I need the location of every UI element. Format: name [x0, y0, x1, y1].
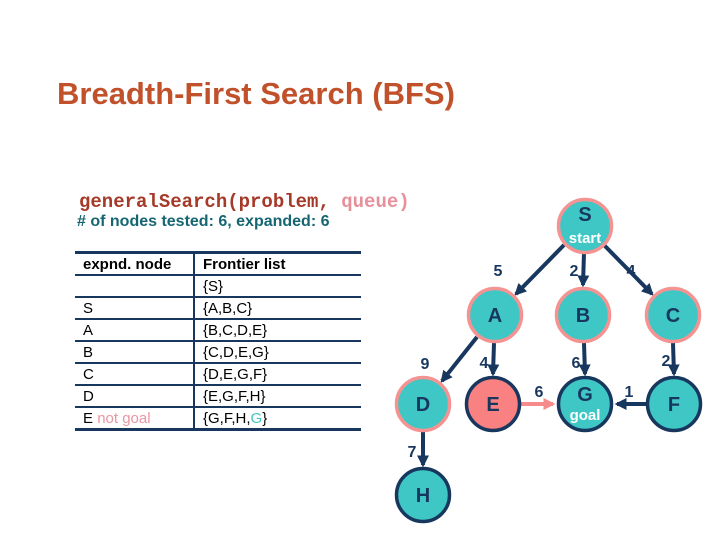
frontier-cell: {S}: [194, 275, 361, 298]
code-main: generalSearch(problem,: [79, 191, 330, 213]
frontier-trace-table: expnd. node Frontier list {S} S {A,B,C} …: [75, 251, 361, 431]
expanded-node-cell: [75, 275, 195, 298]
table-row: E not goal {G,F,H,G}: [75, 407, 361, 430]
frontier-post: }: [262, 409, 268, 427]
node-S: S start: [556, 197, 614, 255]
expanded-node-letter: E: [83, 409, 94, 427]
node-A-label: A: [488, 305, 502, 327]
edge-weight-D-H: 7: [408, 444, 417, 461]
frontier-cell: {G,F,H,G}: [194, 407, 361, 430]
frontier-cell: {E,G,F,H}: [194, 385, 361, 408]
edge-A-D: [440, 335, 479, 383]
node-G-sublabel: goal: [570, 407, 601, 424]
table-row: S {A,B,C}: [75, 297, 361, 320]
edge-weight-S-A: 5: [494, 263, 503, 280]
edge-weight-A-D: 9: [421, 356, 430, 373]
edge-weight-E-G: 6: [535, 384, 544, 401]
frontier-pre: {G,F,H,: [203, 409, 251, 427]
expanded-node-cell: A: [75, 319, 195, 342]
frontier-cell: {B,C,D,E}: [194, 319, 361, 342]
edge-S-C: [602, 243, 654, 296]
table-row: D {E,G,F,H}: [75, 385, 361, 408]
node-A: A: [466, 286, 524, 344]
edge-weight-S-B: 2: [570, 263, 579, 280]
node-G-label: G: [577, 384, 593, 406]
node-G: G goal: [556, 375, 614, 433]
node-D: D: [394, 375, 452, 433]
edge-B-G: [578, 342, 591, 377]
expanded-node-cell: B: [75, 341, 195, 364]
edge-weight-C-F: 2: [662, 353, 671, 370]
header-frontier-list: Frontier list: [194, 252, 361, 276]
table-row: B {C,D,E,G}: [75, 341, 361, 364]
node-S-sublabel: start: [569, 230, 602, 247]
table-row: {S}: [75, 275, 361, 298]
node-H: H: [394, 466, 452, 524]
frontier-cell: {D,E,G,F}: [194, 363, 361, 386]
expanded-node-cell: E not goal: [75, 407, 195, 430]
not-goal-note: not goal: [97, 409, 151, 427]
node-C-label: C: [666, 305, 680, 327]
slide-title: Breadth-First Search (BFS): [57, 76, 455, 111]
expanded-node-cell: D: [75, 385, 195, 408]
expanded-node-cell: S: [75, 297, 195, 320]
node-F: F: [645, 375, 703, 433]
frontier-found-goal: G: [250, 409, 263, 427]
table-row: A {B,C,D,E}: [75, 319, 361, 342]
nodes-tested-summary: # of nodes tested: 6, expanded: 6: [77, 213, 330, 230]
node-D-label: D: [416, 394, 430, 416]
edge-C-F: [667, 342, 680, 377]
edge-weight-B-G: 6: [572, 355, 581, 372]
node-S-label: S: [578, 204, 591, 226]
header-expanded-node: expnd. node: [75, 252, 195, 276]
node-E: E: [464, 375, 522, 433]
frontier-cell: {A,B,C}: [194, 297, 361, 320]
node-F-label: F: [668, 394, 680, 416]
edge-weight-A-E: 4: [480, 355, 489, 372]
table-header-row: expnd. node Frontier list: [75, 252, 361, 276]
expanded-node-cell: C: [75, 363, 195, 386]
node-H-label: H: [416, 485, 430, 507]
node-B: B: [554, 286, 612, 344]
node-E-label: E: [486, 394, 499, 416]
edge-weight-F-G: 1: [625, 384, 634, 401]
edge-S-A: [514, 243, 566, 296]
node-C: C: [644, 286, 702, 344]
edge-S-B: [577, 252, 590, 288]
edge-A-E: [487, 342, 500, 377]
table-row: C {D,E,G,F}: [75, 363, 361, 386]
frontier-cell: {C,D,E,G}: [194, 341, 361, 364]
node-B-label: B: [576, 305, 590, 327]
code-queue-arg: queue): [329, 191, 410, 213]
pseudocode-line: generalSearch(problem, queue): [79, 191, 410, 213]
edge-weight-S-C: 4: [627, 263, 636, 280]
